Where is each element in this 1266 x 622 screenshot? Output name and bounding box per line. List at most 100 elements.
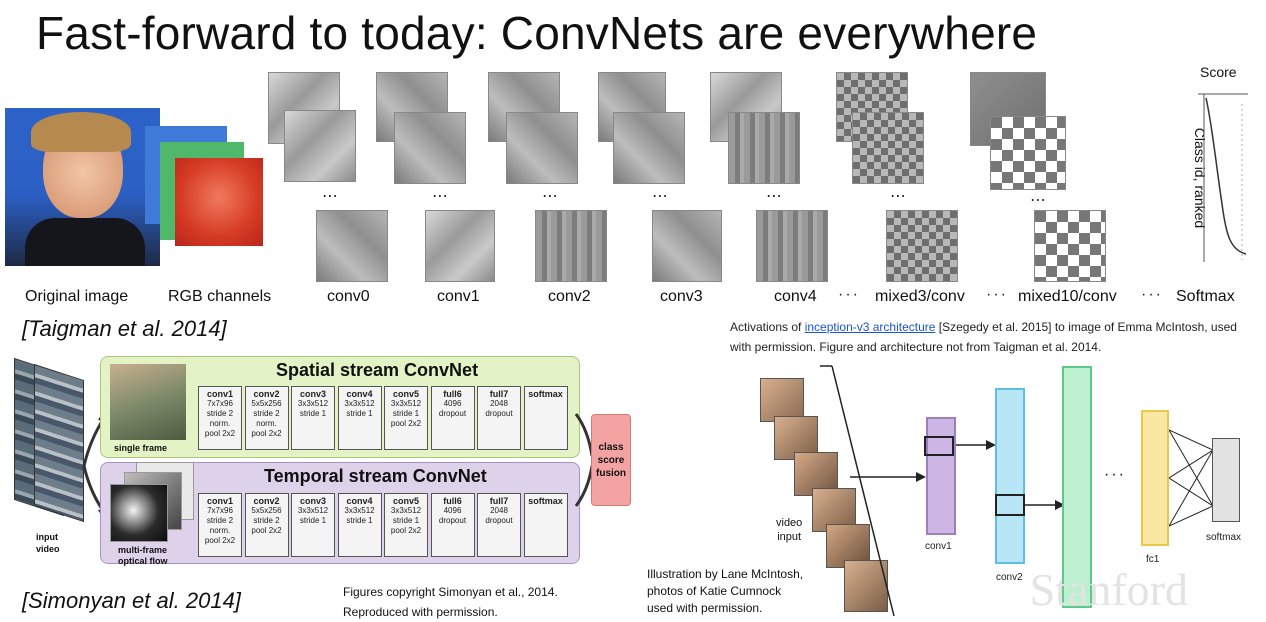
label-conv2: conv2 [548, 288, 591, 305]
temporal-layer-text: conv3 [299, 496, 326, 506]
temporal-layer-text: stride 1 [392, 516, 420, 525]
spatial-layer-text: dropout [485, 409, 513, 418]
spatial-layer-text: stride 1 [392, 409, 420, 418]
label-mixed10: mixed10/conv [1018, 288, 1117, 305]
temporal-layer-text: 5x5x256 [251, 506, 282, 515]
spatial-layer-text: conv1 [206, 389, 233, 399]
feature-map [756, 210, 828, 282]
conv2-layer [995, 388, 1025, 564]
video-bracket [820, 365, 895, 617]
temporal-layer-text: conv5 [392, 496, 419, 506]
spatial-layer-text: softmax [528, 389, 563, 399]
ellipsis-1: ··· [838, 286, 860, 303]
optical-flow-stack [110, 462, 194, 546]
label-conv1: conv1 [437, 288, 480, 305]
temporal-layer-text: pool 2x2 [251, 526, 282, 535]
spatial-layer-text: stride 2 [253, 409, 280, 418]
spatial-layer-text: pool 2x2 [390, 419, 422, 428]
spatial-layer-text: 3x3x512 [390, 399, 422, 408]
feature-map [886, 210, 958, 282]
temporal-layer-text: 4096 [443, 506, 462, 515]
temporal-layer-text: pool 2x2 [204, 536, 236, 545]
spatial-layer-text: conv4 [346, 389, 373, 399]
class-score-fusion-box: class score fusion [591, 414, 631, 506]
feature-map [852, 112, 924, 184]
conv1-layer [926, 417, 956, 535]
temporal-layer-text: stride 1 [346, 516, 373, 525]
temporal-layer-text: full6 [443, 496, 462, 506]
spatial-layer-text: norm. [256, 419, 277, 428]
fc1-layer [1141, 410, 1169, 546]
spatial-layer-text: stride 1 [346, 409, 373, 418]
spatial-layer-text: 7x7x96 [207, 399, 233, 408]
slide-title: Fast-forward to today: ConvNets are ever… [36, 7, 1038, 59]
ellipsis-2: ··· [986, 286, 1008, 303]
spatial-layer-text: 4096 [443, 399, 462, 408]
label-softmax: Softmax [1176, 288, 1235, 305]
conv1-receptive-field [924, 436, 954, 456]
feature-map [535, 210, 607, 282]
spatial-layer-text: 5x5x256 [251, 399, 282, 408]
spatial-layer-text: pool 2x2 [251, 429, 282, 438]
label-rgb-channels: RGB channels [168, 288, 272, 305]
temporal-layer-text: 3x3x512 [390, 506, 422, 515]
spatial-layer-text: pool 2x2 [204, 429, 236, 438]
conv2-to-conv3-arrow [1025, 500, 1065, 510]
spatial-layer-text: conv2 [253, 389, 280, 399]
temporal-layer-text: conv4 [346, 496, 373, 506]
temporal-layer-text: dropout [485, 516, 513, 525]
label-mixed3: mixed3/conv [875, 288, 965, 305]
spatial-layer-text: stride 2 [206, 409, 234, 418]
illustration-credit: Illustration by Lane McIntosh, photos of… [647, 567, 804, 615]
single-frame-image [110, 364, 186, 440]
spatial-layer-text: full6 [443, 389, 462, 399]
feature-map [652, 210, 722, 282]
multi-frame-label-2: optical flow [118, 556, 168, 566]
feature-map [613, 112, 685, 184]
video-ellipsis: ··· [1104, 466, 1126, 483]
spatial-softmax-box: softmax [523, 386, 568, 450]
citation-taigman: [Taigman et al. 2014] [22, 316, 227, 341]
temporal-layer-text: softmax [528, 496, 563, 506]
spatial-layer-text: dropout [438, 409, 467, 418]
softmax-layer-label: softmax [1206, 532, 1242, 543]
label-conv0: conv0 [327, 288, 370, 305]
conv2-label: conv2 [996, 572, 1023, 583]
input-to-conv1-arrow [850, 472, 926, 482]
single-frame-label: single frame [114, 443, 168, 453]
inception-v3-link[interactable]: inception-v3 architecture [804, 320, 936, 334]
rgb-channel-red [175, 158, 263, 246]
temporal-layer-text: pool 2x2 [390, 526, 422, 535]
conv1-label: conv1 [925, 541, 952, 552]
temporal-layer-text: full7 [489, 496, 509, 506]
conv1-to-conv2-arrow [956, 440, 996, 450]
spatial-layer-text: norm. [209, 419, 231, 428]
feature-map [425, 210, 495, 282]
conv2-receptive-field [995, 494, 1025, 516]
temporal-layer-text: stride 2 [206, 516, 234, 525]
spatial-layer-text: full7 [489, 389, 509, 399]
temporal-layer-text: 2048 [490, 506, 508, 515]
video-frames [760, 378, 900, 618]
label-conv3: conv3 [660, 288, 703, 305]
spatial-layer-text: 3x3x512 [344, 399, 375, 408]
temporal-layer-text: conv2 [253, 496, 280, 506]
temporal-softmax-box: softmax [523, 493, 568, 557]
softmax-score-plot [1198, 93, 1248, 262]
softmax-layer [1212, 438, 1240, 522]
temporal-stream-title: Temporal stream ConvNet [264, 466, 487, 486]
spatial-layer-text: stride 1 [299, 409, 327, 418]
temporal-layer-text: 3x3x512 [297, 506, 329, 515]
original-image [5, 108, 160, 266]
temporal-layer-text: 7x7x96 [207, 506, 233, 515]
stanford-watermark: Stanford [1029, 564, 1188, 615]
feature-map [1034, 210, 1106, 282]
